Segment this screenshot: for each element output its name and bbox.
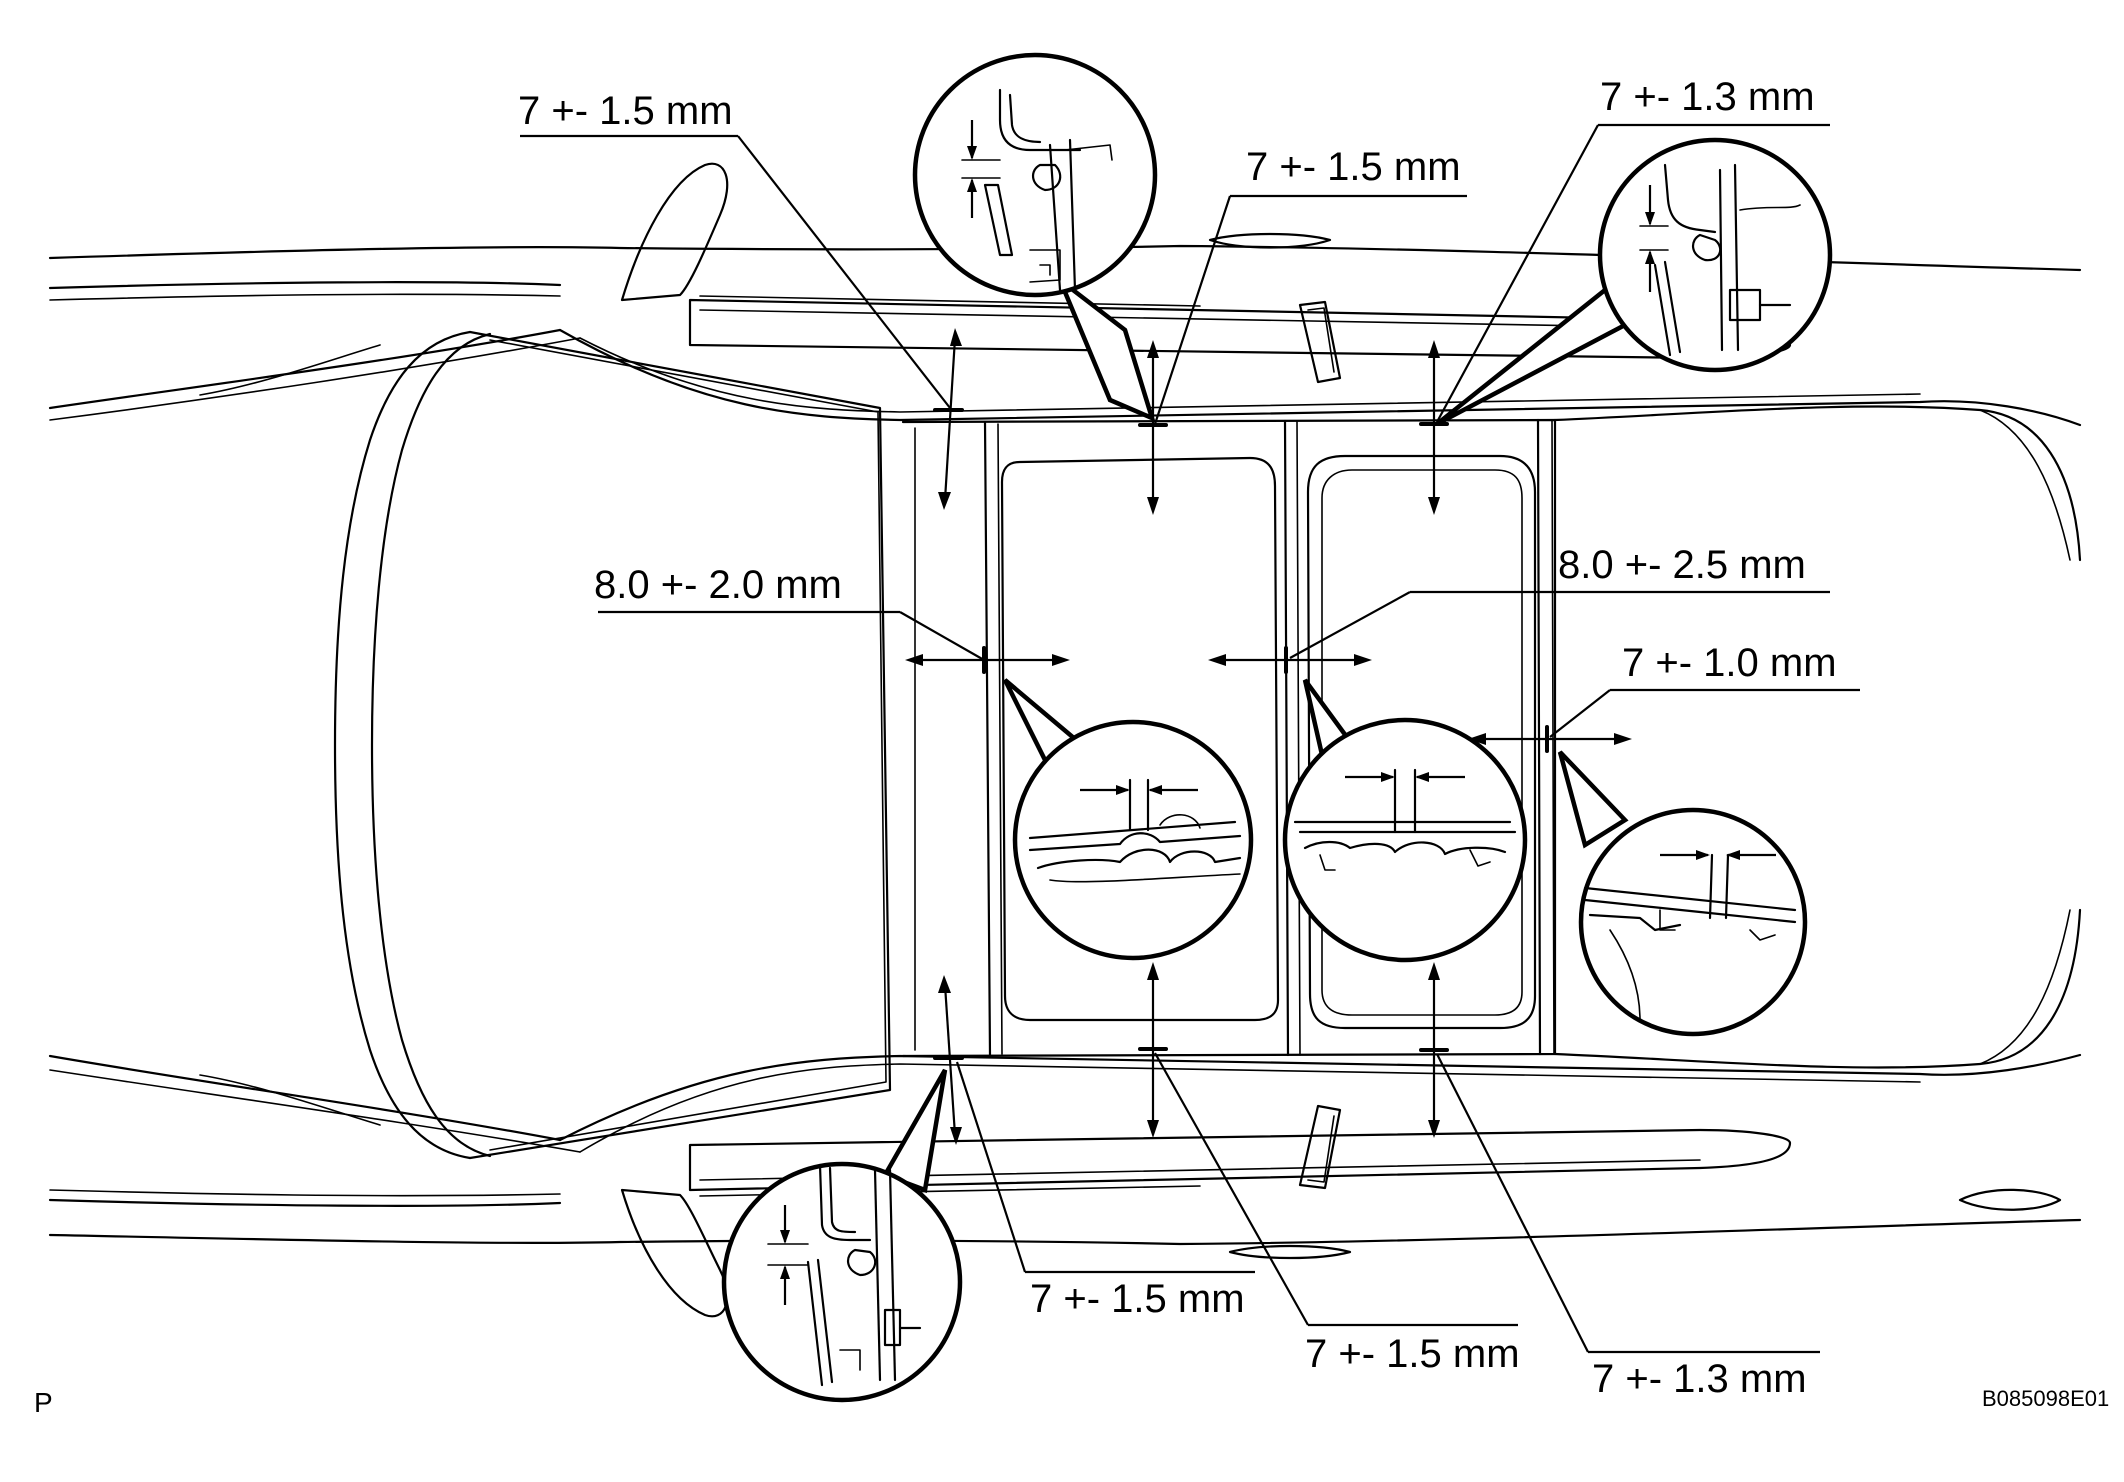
- detail-circle-top-left: [912, 52, 1158, 422]
- label-rear-right-bottom: 7 +- 1.3 mm: [1592, 1357, 1807, 1401]
- arrow-front-left-bottom: [933, 975, 964, 1145]
- detail-circle-bottom-left: [721, 1068, 963, 1403]
- dimension-labels: 7 +- 1.5 mm 7 +- 1.5 mm 7 +- 1.3 mm 8.0 …: [518, 75, 1837, 1401]
- detail-circle-top-right: [1435, 137, 1833, 426]
- arrow-rear-bottom: [1419, 962, 1449, 1138]
- detail-circle-rear-glass: [1557, 750, 1808, 1037]
- arrow-front-glass-gap: [905, 646, 1070, 674]
- detail-circle-front-glass: [1002, 678, 1254, 961]
- label-rear-glass-gap: 7 +- 1.0 mm: [1622, 641, 1837, 685]
- label-mid-glass-gap: 8.0 +- 2.5 mm: [1558, 543, 1806, 587]
- corner-mark: P: [34, 1387, 53, 1418]
- label-center-top: 7 +- 1.5 mm: [1246, 145, 1461, 189]
- detail-circle-mid-glass: [1282, 678, 1528, 963]
- arrow-mid-glass-gap: [1208, 646, 1372, 674]
- arrow-front-left-top: [933, 328, 964, 510]
- figure-code: B085098E01: [1982, 1386, 2109, 1411]
- label-front-left-bottom: 7 +- 1.5 mm: [1030, 1277, 1245, 1321]
- arrow-center-top: [1138, 340, 1168, 515]
- label-rear-right-top: 7 +- 1.3 mm: [1600, 75, 1815, 119]
- arrow-center-bottom: [1138, 962, 1168, 1138]
- dimension-arrows: [905, 328, 1632, 1145]
- arrow-rear-top: [1419, 340, 1449, 515]
- arrow-rear-glass-gap: [1468, 725, 1632, 753]
- label-front-left-top: 7 +- 1.5 mm: [518, 89, 733, 133]
- label-center-bottom: 7 +- 1.5 mm: [1305, 1332, 1520, 1376]
- car-body-outline: [48, 162, 2082, 1318]
- leader-lines: [520, 123, 1860, 1354]
- label-front-glass-gap: 8.0 +- 2.0 mm: [594, 563, 842, 607]
